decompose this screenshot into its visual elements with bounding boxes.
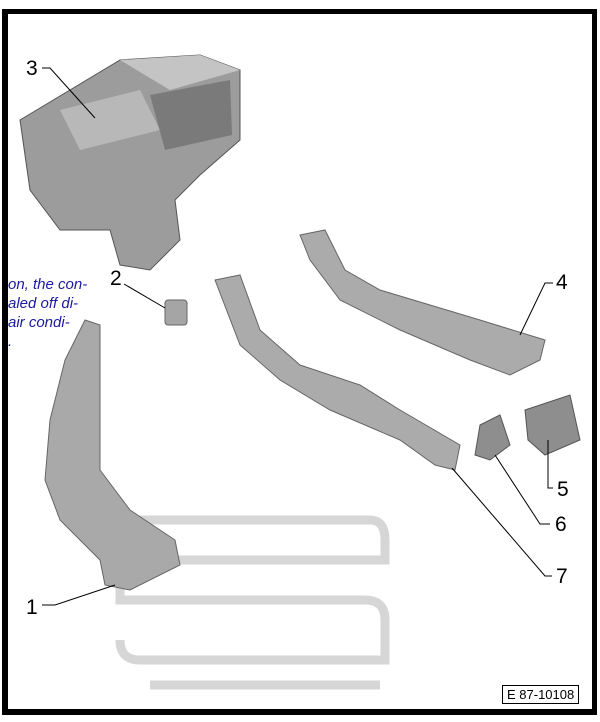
overlay-text: on, the con- aled off di- air condi- . <box>8 276 88 350</box>
label-4: 4 <box>556 271 568 294</box>
label-3: 3 <box>26 57 38 80</box>
part-2-component <box>164 299 188 326</box>
part-1-duct <box>44 319 181 591</box>
diagram-frame <box>2 9 597 715</box>
leader-lines <box>42 67 553 606</box>
part-4-duct <box>299 229 546 376</box>
part-7-duct <box>214 274 461 471</box>
label-6: 6 <box>555 513 567 536</box>
seat-logo-watermark <box>115 515 390 690</box>
label-1: 1 <box>26 596 38 619</box>
part-3-air-conditioning-unit <box>19 54 241 271</box>
label-2: 2 <box>110 267 122 290</box>
part-5-vent <box>524 394 581 456</box>
part-6-component <box>474 414 511 461</box>
label-5: 5 <box>557 478 569 501</box>
figure-id: E 87-10108 <box>502 685 580 704</box>
label-7: 7 <box>556 565 568 588</box>
